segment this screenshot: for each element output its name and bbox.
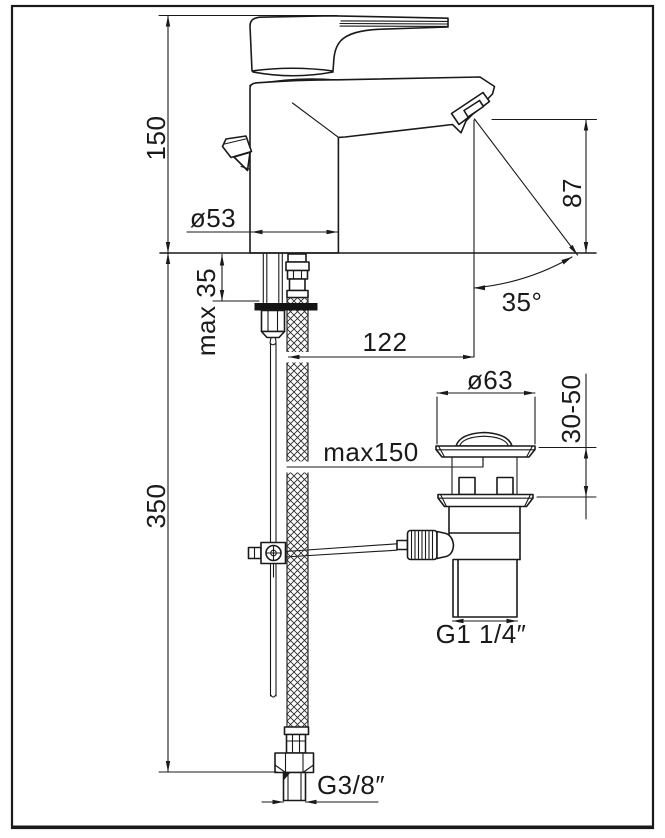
- dim-stream-angle: 35°: [473, 118, 579, 358]
- faucet-body-spout: [249, 76, 496, 254]
- mounting-nut: [260, 309, 286, 346]
- waste-top-flange: [435, 445, 536, 458]
- angle-arc: [473, 256, 573, 289]
- linkage-rod-stub: [396, 539, 409, 551]
- dim-label-d63: ø63: [467, 365, 513, 395]
- faucet-handle: [249, 15, 449, 72]
- dim-rod-max150: max150: [286, 437, 484, 468]
- dim-label-g114: G1 1/4″: [436, 619, 527, 649]
- hose-top-fitting: [285, 253, 310, 299]
- dim-label-g38: G3/8″: [317, 770, 385, 800]
- pop-up-waste: [406, 431, 536, 618]
- mounting-shank: [262, 253, 283, 304]
- waste-body: [448, 505, 521, 561]
- dim-waste-diameter-63: ø63: [436, 365, 536, 445]
- dim-label-350: 350: [141, 484, 171, 529]
- faucet: [221, 15, 496, 254]
- rod-clamp: [247, 541, 287, 578]
- waste-lower-flange: [437, 493, 534, 508]
- dim-deck-max35: max 35: [191, 253, 260, 356]
- stream-line: [473, 118, 579, 256]
- lever-grip-lines: [339, 20, 448, 27]
- waste-tailpiece: [452, 558, 521, 618]
- dim-label-122: 122: [363, 327, 408, 357]
- dim-waste-thread: G1 1/4″: [436, 618, 527, 649]
- supply-hose: [285, 296, 310, 728]
- lift-knob: [221, 135, 253, 172]
- body-crease-line: [291, 102, 339, 138]
- under-deck: [247, 253, 409, 802]
- dim-reach-122: 122: [287, 327, 475, 360]
- dim-label-max35: max 35: [191, 268, 221, 356]
- dim-label-150: 150: [141, 116, 171, 161]
- aerator-outlet: [463, 99, 485, 118]
- dim-height-150: 150: [141, 14, 338, 254]
- hose-bottom-fitting: [274, 726, 315, 802]
- waste-plug-dome: [455, 431, 513, 447]
- dim-label-35deg: 35°: [502, 287, 543, 317]
- dim-supply-thread: G3/8″: [261, 770, 385, 805]
- mounting-washer: [254, 303, 318, 311]
- dim-label-max150: max150: [323, 437, 419, 467]
- waste-tab-left: [458, 476, 476, 496]
- dim-label-3050: 30-50: [556, 375, 586, 444]
- waste-tab-right: [496, 476, 514, 496]
- dim-waste-range-3050: 30-50: [536, 373, 597, 520]
- dim-hose-drop-350: 350: [141, 252, 278, 773]
- dim-label-87: 87: [557, 178, 587, 208]
- dim-body-diameter-53: ø53: [186, 203, 339, 235]
- dim-label-d53: ø53: [190, 203, 236, 233]
- linkage-knurled-nut: [406, 529, 455, 561]
- pop-up-pull-rod: [269, 343, 277, 698]
- dim-spout-87: 87: [491, 118, 598, 254]
